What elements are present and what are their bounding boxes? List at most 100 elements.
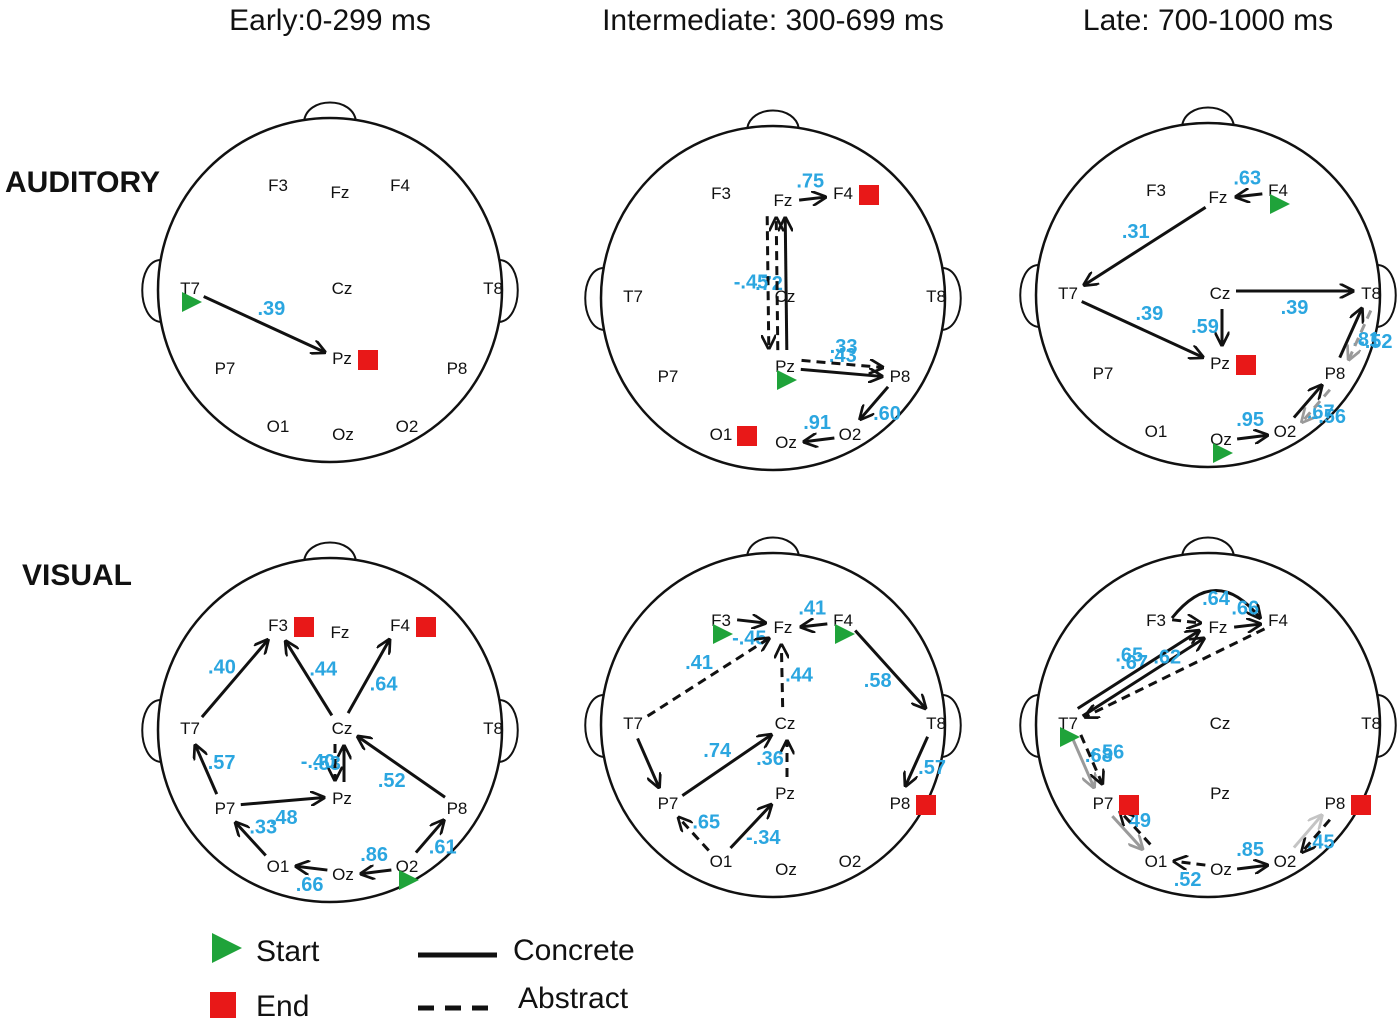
- connection-value: -.45: [732, 627, 766, 649]
- connection-t8-to-p8: [906, 736, 929, 786]
- legend-abstract-label: Abstract: [518, 982, 629, 1015]
- right-ear: [1376, 694, 1397, 758]
- connection-value: .61: [429, 837, 457, 859]
- connection-cz-to-f4: [346, 640, 389, 714]
- connection-value: .52: [1174, 869, 1202, 891]
- connection-value: .75: [796, 171, 824, 193]
- connection-oz-to-o1: [1174, 861, 1206, 865]
- connection-value: .33: [830, 336, 858, 358]
- connection-value: .65: [1115, 644, 1143, 666]
- nose: [1181, 536, 1235, 558]
- end-marker-f4: [859, 185, 879, 205]
- electrode-pz: Pz: [775, 784, 795, 803]
- connection-value: .85: [1236, 839, 1264, 861]
- connection-t7-to-fz: [1076, 631, 1199, 710]
- connection-f4-to-t8: [854, 629, 925, 709]
- connection-value: .57: [918, 757, 946, 779]
- electrode-t8: T8: [1361, 714, 1381, 733]
- connection-value: .86: [360, 844, 388, 866]
- electrode-cz: Cz: [332, 719, 353, 738]
- connection-value: .44: [785, 665, 814, 687]
- row-label-visual: VISUAL: [22, 559, 132, 592]
- electrode-fz: Fz: [774, 618, 793, 637]
- connection-p8-to-o2: [860, 385, 890, 419]
- electrode-p7: P7: [215, 799, 236, 818]
- connection-value: .52: [378, 770, 406, 792]
- electrode-t7: T7: [180, 719, 200, 738]
- left-ear: [1019, 694, 1040, 758]
- row-label-auditory: AUDITORY: [5, 166, 160, 199]
- head-outline: [599, 551, 947, 899]
- left-ear: [1019, 264, 1040, 328]
- connection-fz-to-f4: [1233, 624, 1260, 627]
- electrode-p8: P8: [1325, 364, 1346, 383]
- nose: [1181, 106, 1235, 128]
- connection-fz-to-pz: [767, 216, 769, 348]
- connection-value: -.45: [734, 271, 768, 293]
- head-outline: [156, 556, 504, 904]
- connection-value: -.52: [1358, 331, 1392, 353]
- connection-value: .59: [1191, 316, 1219, 338]
- left-ear: [584, 694, 605, 758]
- connection-o1-to-p7: [1120, 812, 1152, 846]
- connection-t7-to-pz: [203, 295, 325, 353]
- connection-value: .40: [208, 657, 236, 679]
- connection-pz-to-fz: [785, 218, 787, 350]
- end-marker-o1: [737, 426, 757, 446]
- nose: [746, 109, 800, 131]
- electrode-o2: O2: [1274, 852, 1297, 871]
- electrode-f4: F4: [390, 176, 410, 195]
- electrode-o1: O1: [710, 425, 733, 444]
- electrode-pz: Pz: [332, 789, 352, 808]
- connection-value: -.56: [1312, 406, 1346, 428]
- electrode-t8: T8: [1361, 284, 1381, 303]
- connection-pz-to-p8: [800, 369, 882, 376]
- connection-value: .64: [1202, 588, 1231, 610]
- start-marker-f3: [713, 624, 733, 644]
- electrode-f3: F3: [711, 184, 731, 203]
- electrode-t7: T7: [623, 287, 643, 306]
- column-title-early: Early:0-299 ms: [229, 4, 431, 37]
- electrode-f3: F3: [268, 176, 288, 195]
- electrode-o1: O1: [1145, 852, 1168, 871]
- electrode-p8: P8: [890, 367, 911, 386]
- connection-o2-to-oz: [361, 870, 392, 874]
- electrode-p8: P8: [447, 359, 468, 378]
- connection-f4-to-t7: [1085, 627, 1266, 717]
- end-marker-f3: [294, 617, 314, 637]
- start-marker-pz: [777, 370, 797, 390]
- connection-o2-to-p8: [1292, 815, 1322, 849]
- electrode-t8: T8: [483, 279, 503, 298]
- electrode-cz: Cz: [332, 279, 353, 298]
- connection-o2-to-p8: [414, 820, 444, 854]
- electrode-p8: P8: [890, 794, 911, 813]
- electrode-pz: Pz: [775, 357, 795, 376]
- connection-t7-to-f3: [200, 640, 268, 719]
- connection-value: .65: [692, 812, 720, 834]
- connection-value: .36: [756, 748, 784, 770]
- connection-t7-to-pz: [1081, 300, 1203, 358]
- electrode-p7: P7: [658, 367, 679, 386]
- electrode-o1: O1: [267, 857, 290, 876]
- connection-pz-to-p8: [801, 360, 883, 367]
- electrode-cz: Cz: [1210, 284, 1231, 303]
- connection-value: .62: [1153, 647, 1181, 669]
- connection-value: .57: [208, 752, 236, 774]
- connection-p7-to-pz: [240, 798, 324, 805]
- electrode-o2: O2: [1274, 422, 1297, 441]
- legend-end-marker: [210, 992, 236, 1018]
- end-marker-pz: [358, 350, 378, 370]
- right-ear: [941, 267, 962, 331]
- connection-o1-to-p7: [679, 818, 710, 852]
- electrode-f3: F3: [711, 611, 731, 630]
- electrode-oz: Oz: [332, 425, 354, 444]
- start-marker-t7: [1060, 727, 1080, 747]
- start-marker-t7: [182, 292, 202, 312]
- start-marker-f4: [1270, 194, 1290, 214]
- electrode-cz: Cz: [775, 714, 796, 733]
- connection-f3-to-fz: [1171, 620, 1200, 623]
